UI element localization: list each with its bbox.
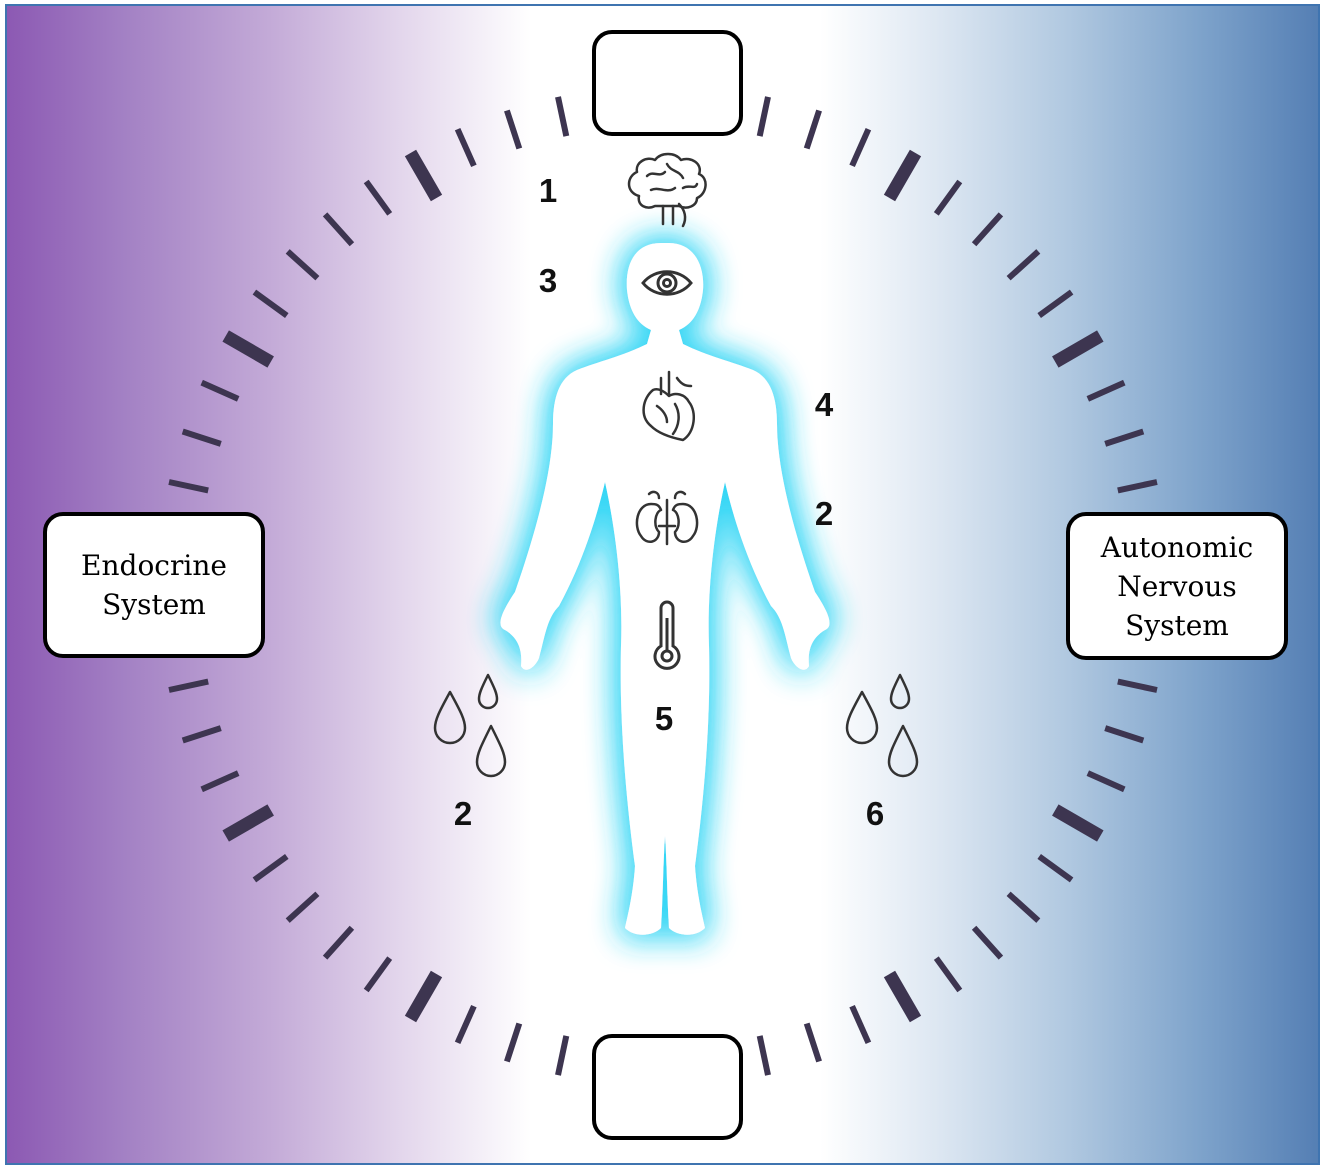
clock-tick: [285, 891, 320, 923]
clock-tick: [322, 212, 355, 247]
clock-tick-major: [883, 970, 922, 1023]
label-drops-left: 2: [453, 795, 473, 832]
clock-ticks: [168, 96, 1158, 1076]
clock-tick: [1006, 249, 1041, 281]
clock-tick: [555, 1035, 570, 1076]
clock-tick: [363, 956, 393, 993]
clock-tick-major: [222, 330, 274, 368]
water-drops-icon-right: [845, 673, 919, 778]
label-thermometer: 5: [654, 700, 674, 737]
clock-tick-major: [222, 804, 274, 842]
clock-tick: [181, 428, 222, 447]
clock-tick: [1086, 379, 1126, 402]
clock-tick: [1037, 289, 1074, 319]
diagram-frame: Endocrine System Autonomic Nervous Syste…: [5, 4, 1320, 1165]
label-kidney: 2: [814, 495, 834, 532]
clock-tick-major: [404, 970, 443, 1023]
human-body-silhouette: [500, 243, 830, 935]
clock-tick: [933, 956, 963, 993]
clock-tick: [756, 1035, 771, 1076]
clock-tick: [322, 925, 355, 960]
brain-icon: [627, 152, 707, 228]
clock-tick: [756, 96, 771, 137]
autonomic-nervous-system-box: Autonomic Nervous System: [1066, 512, 1288, 660]
clock-tick: [1117, 678, 1158, 693]
clock-tick: [363, 179, 393, 216]
clock-tick-major: [404, 149, 443, 202]
clock-tick-major: [883, 149, 922, 202]
clock-tick: [252, 853, 289, 883]
clock-tick: [168, 678, 209, 693]
night-box: [592, 1034, 743, 1140]
clock-tick: [181, 725, 222, 744]
clock-tick: [971, 925, 1004, 960]
clock-tick: [971, 212, 1004, 247]
clock-tick: [1104, 725, 1145, 744]
water-drops-icon-left: [433, 673, 507, 778]
autonomic-nervous-system-label: Autonomic Nervous System: [1100, 530, 1254, 642]
clock-tick: [200, 379, 240, 402]
clock-tick: [849, 1004, 872, 1045]
label-drops-right: 6: [865, 795, 885, 832]
clock-tick: [1037, 853, 1074, 883]
clock-tick: [803, 109, 822, 150]
endocrine-system-label: Endocrine System: [81, 549, 227, 621]
clock-tick: [252, 289, 289, 319]
clock-tick: [504, 1022, 523, 1063]
thermometer-icon: [653, 600, 681, 670]
endocrine-system-box: Endocrine System: [43, 512, 265, 658]
clock-tick: [1006, 891, 1041, 923]
clock-tick: [504, 109, 523, 150]
diagram-art: [168, 50, 1158, 1118]
clock-tick: [454, 127, 477, 168]
clock-tick: [933, 179, 963, 216]
clock-tick: [849, 127, 872, 168]
clock-tick: [1104, 428, 1145, 447]
day-box: [592, 30, 743, 136]
kidneys-icon: [635, 490, 699, 546]
label-eye: 3: [538, 262, 558, 299]
clock-tick: [168, 479, 209, 494]
heart-icon: [642, 370, 696, 442]
clock-tick: [1117, 479, 1158, 494]
label-brain: 1: [538, 172, 558, 209]
clock-tick: [200, 770, 240, 793]
clock-tick: [454, 1004, 477, 1045]
clock-tick-major: [1052, 804, 1104, 842]
label-heart: 4: [814, 386, 834, 423]
clock-tick: [555, 96, 570, 137]
eye-icon: [641, 270, 693, 296]
clock-tick-major: [1052, 330, 1104, 368]
clock-tick: [285, 249, 320, 281]
clock-tick: [803, 1022, 822, 1063]
clock-tick: [1086, 770, 1126, 793]
